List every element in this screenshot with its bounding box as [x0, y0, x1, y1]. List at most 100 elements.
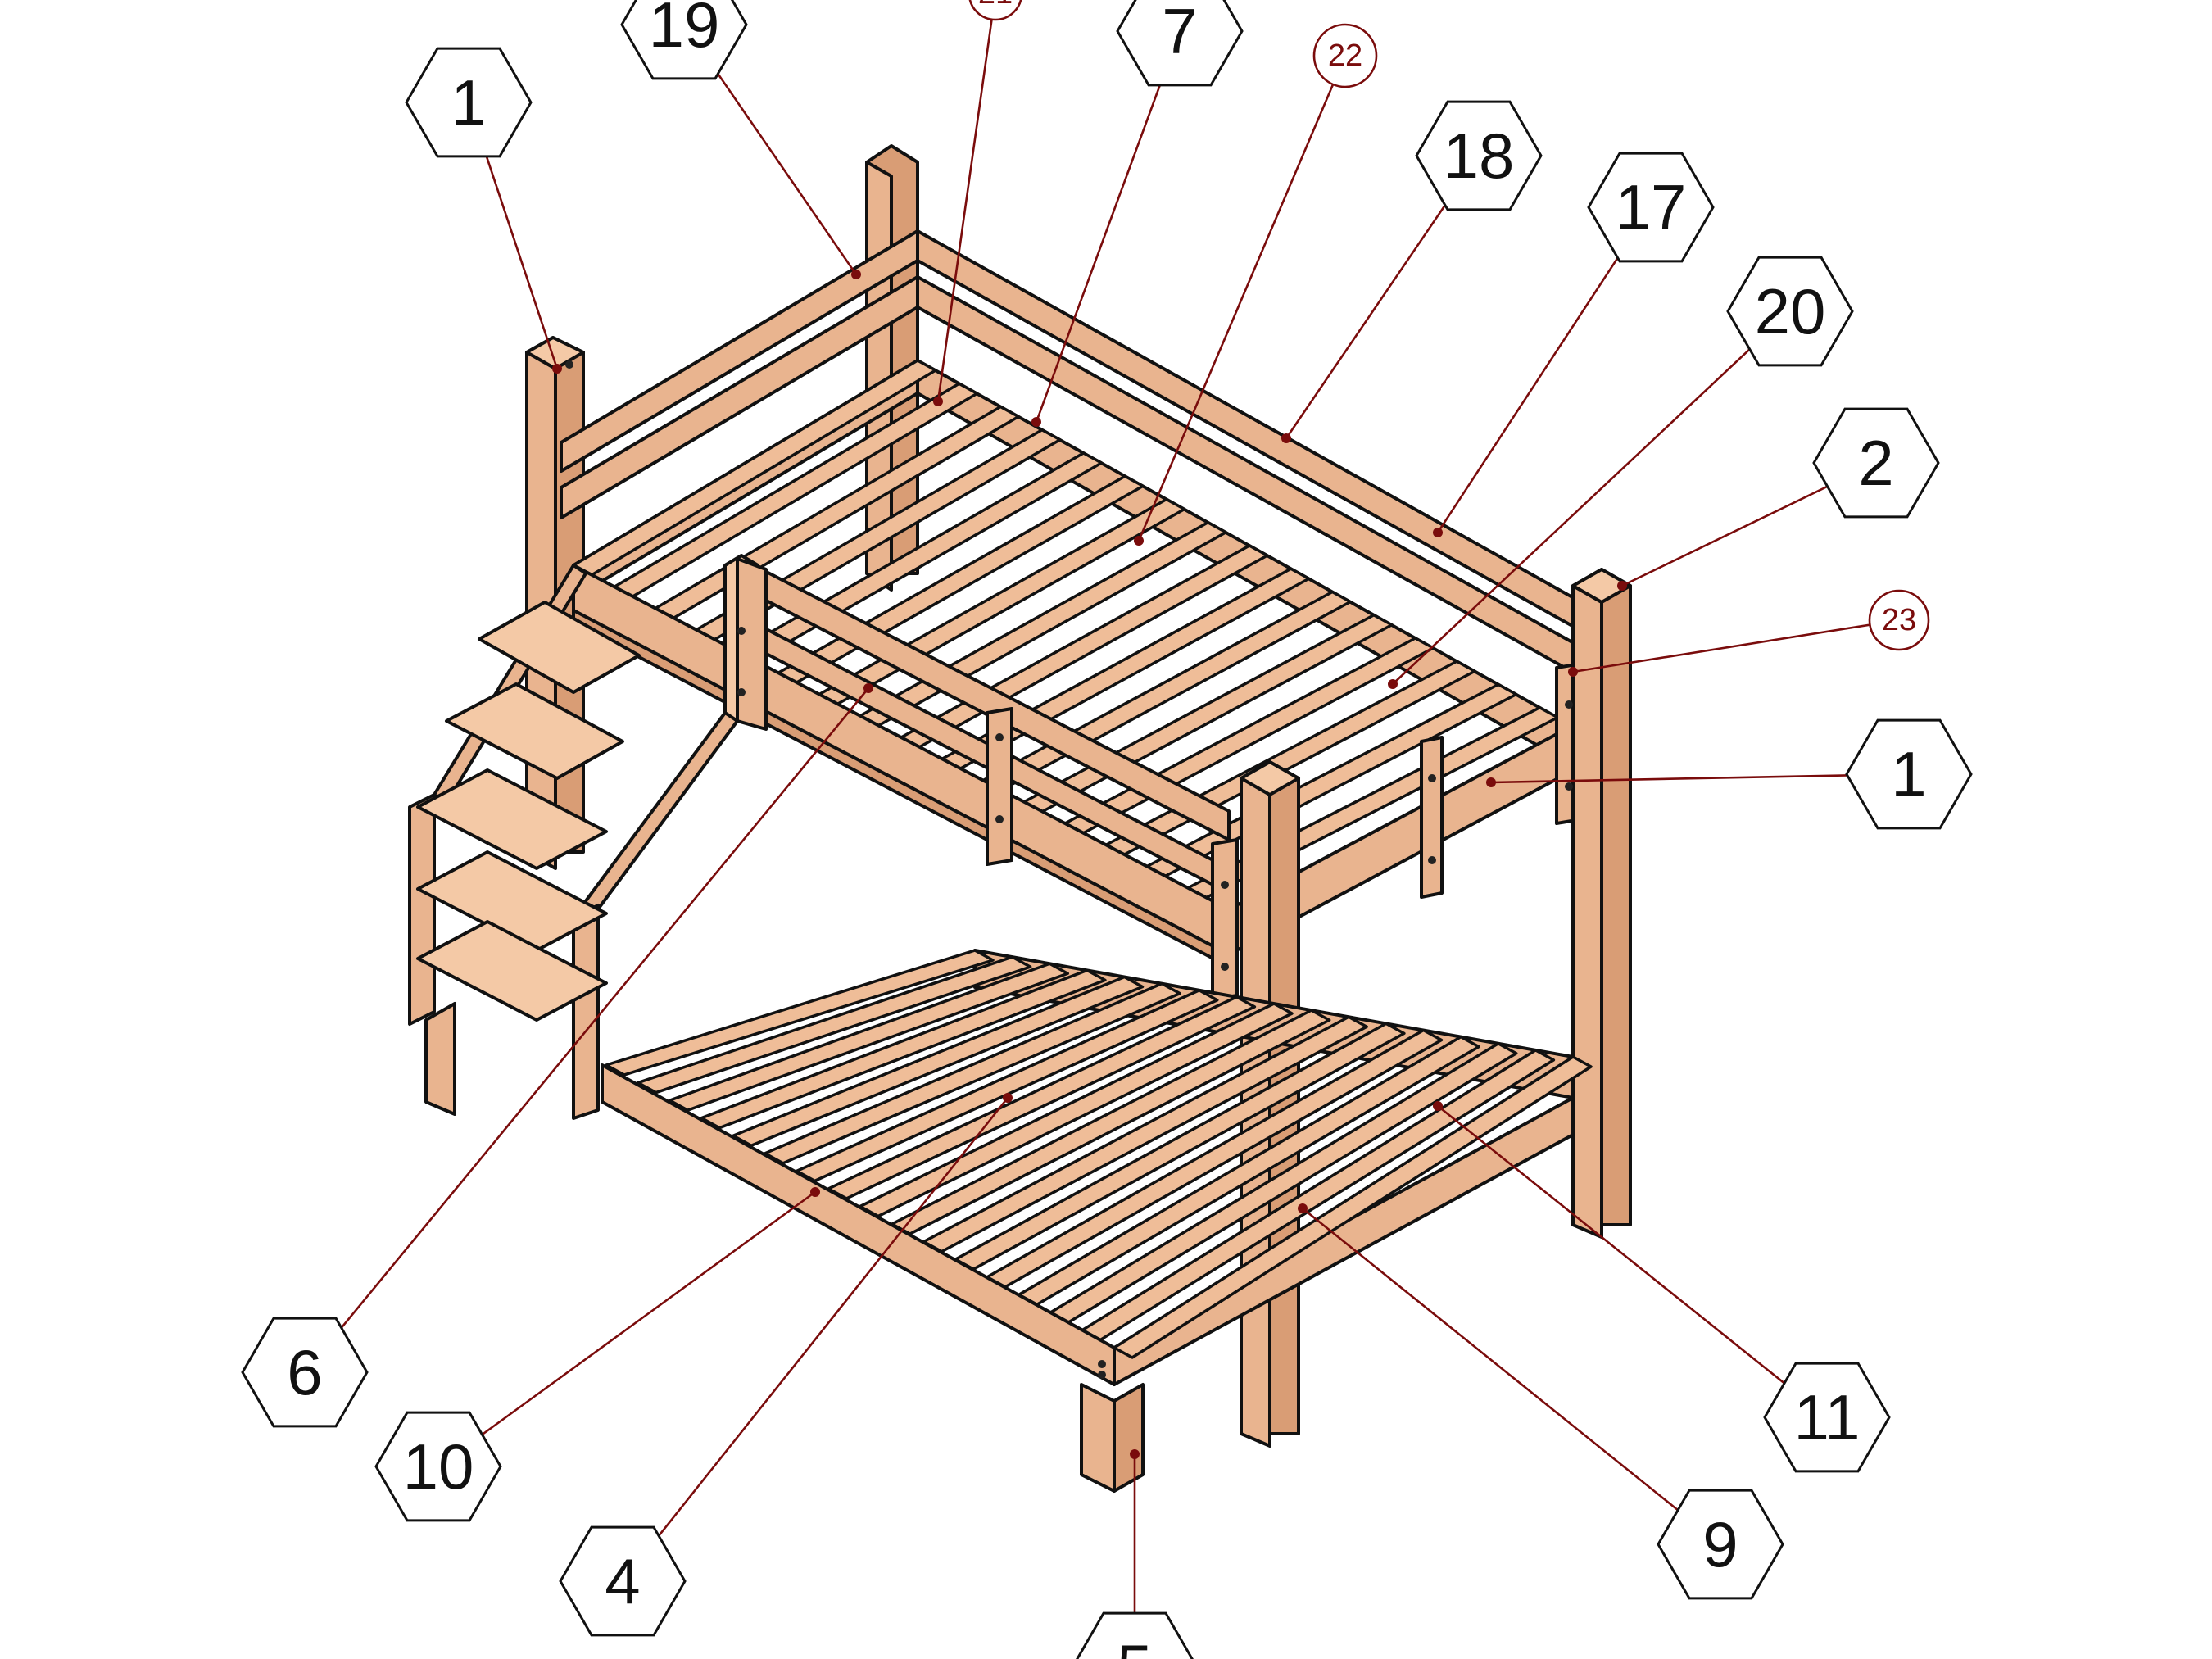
callout-7: 7 [1116, 0, 1244, 87]
leader-endpoint [1031, 417, 1041, 427]
lower-slat [637, 955, 1032, 1095]
callout-hexagon [1763, 1362, 1891, 1473]
callout-hexagon [1587, 152, 1715, 263]
callout-hexagon [1415, 100, 1543, 211]
leader-endpoint [851, 270, 861, 279]
callout-1: 1 [405, 47, 533, 158]
leader-endpoint [1003, 1093, 1013, 1103]
leader-line [1137, 55, 1347, 542]
callout-4: 4 [559, 1525, 687, 1637]
leader-endpoint [1486, 777, 1496, 787]
lower-slat [605, 949, 995, 1077]
callout-hexagon [1845, 718, 1973, 830]
callouts: 11921722181720223111941065 [241, 0, 1973, 1659]
callout-6: 6 [241, 1317, 369, 1428]
callout-label: 17 [1616, 171, 1687, 243]
leader-endpoint [1617, 581, 1627, 591]
leader-line [1436, 206, 1652, 533]
callout-hexagon [1076, 1611, 1194, 1659]
callout-23: 23 [1868, 589, 1930, 651]
leader-endpoint [1298, 1203, 1308, 1213]
lower-slat [1081, 1049, 1556, 1342]
leader-endpoint [1433, 1101, 1443, 1111]
callout-label: 20 [1755, 275, 1826, 347]
lower-slat [922, 1015, 1368, 1253]
leader-endpoint [552, 364, 562, 374]
callout-label: 9 [1702, 1508, 1738, 1580]
callout-label: 22 [1328, 39, 1362, 73]
lower-slat [668, 962, 1069, 1112]
leader-line [1392, 310, 1791, 685]
callout-hexagon [1812, 407, 1940, 519]
leader-line [1035, 30, 1181, 423]
callout-2: 2 [1812, 407, 1940, 519]
upper-safety-guard [723, 554, 1583, 1001]
callout-label: 11 [1794, 1381, 1861, 1453]
callout-label: 2 [1858, 427, 1893, 499]
callout-label: 18 [1444, 120, 1515, 192]
lower-slat [827, 995, 1257, 1200]
leader-endpoint [1433, 528, 1443, 537]
leader-line [936, 0, 996, 402]
callout-hexagon [405, 47, 533, 158]
callout-label: 1 [1891, 738, 1926, 810]
callout-circle [1868, 589, 1930, 651]
lower-slats [605, 949, 1593, 1359]
leader-endpoint [1281, 433, 1291, 443]
callout-hexagon [1726, 256, 1854, 367]
leader-endpoint [810, 1187, 820, 1197]
lower-slat [795, 989, 1219, 1183]
callout-18: 18 [1415, 100, 1543, 211]
callout-label: 21 [978, 0, 1013, 11]
leader-endpoint [933, 397, 943, 406]
callout-19: 19 [620, 0, 748, 80]
leader-endpoint [1130, 1449, 1140, 1459]
callout-9: 9 [1657, 1489, 1784, 1600]
leader-lines [303, 0, 1910, 1659]
leader-line [1302, 1207, 1721, 1546]
callout-20: 20 [1726, 256, 1854, 367]
callout-label: 4 [605, 1545, 640, 1617]
lower-slat [1018, 1035, 1480, 1307]
callout-5: 5 [1076, 1611, 1194, 1659]
leader-line [303, 687, 870, 1373]
callout-label: 10 [403, 1430, 474, 1503]
callout-21: 21 [968, 0, 1022, 21]
callout-22: 22 [1312, 23, 1378, 88]
screws [565, 360, 1573, 1379]
leader-line [621, 1097, 1009, 1582]
leader-line [1437, 1104, 1828, 1419]
leader-endpoint [1134, 536, 1144, 546]
callout-label: 5 [1117, 1631, 1152, 1659]
callout-label: 6 [287, 1336, 322, 1408]
leader-line [1490, 773, 1910, 784]
callout-circle [1312, 23, 1378, 88]
callout-hexagon [241, 1317, 369, 1428]
callout-label: 1 [451, 66, 486, 138]
lower-slat [859, 1002, 1294, 1218]
lower-slat [732, 975, 1145, 1147]
ladder [408, 564, 739, 1120]
callout-hexagon [559, 1525, 687, 1637]
callout-label: 19 [649, 0, 720, 61]
callout-label: 23 [1882, 603, 1916, 637]
callout-11: 11 [1763, 1362, 1891, 1473]
callout-circle [968, 0, 1022, 21]
leader-endpoint [1388, 679, 1398, 689]
callout-17: 17 [1587, 152, 1715, 263]
leader-line [1572, 619, 1900, 673]
lower-slat [986, 1028, 1444, 1289]
lower-slat [954, 1022, 1406, 1271]
callout-hexagon [374, 1411, 502, 1522]
lower-slat [700, 968, 1107, 1130]
leader-endpoint [863, 683, 873, 693]
leader-line [437, 1190, 816, 1468]
lower-slat [764, 981, 1181, 1165]
callout-hexagon [620, 0, 748, 80]
lower-slat [1049, 1042, 1518, 1324]
leader-endpoint [1568, 667, 1578, 677]
callout-hexagon [1657, 1489, 1784, 1600]
callout-hexagon [1116, 0, 1244, 87]
